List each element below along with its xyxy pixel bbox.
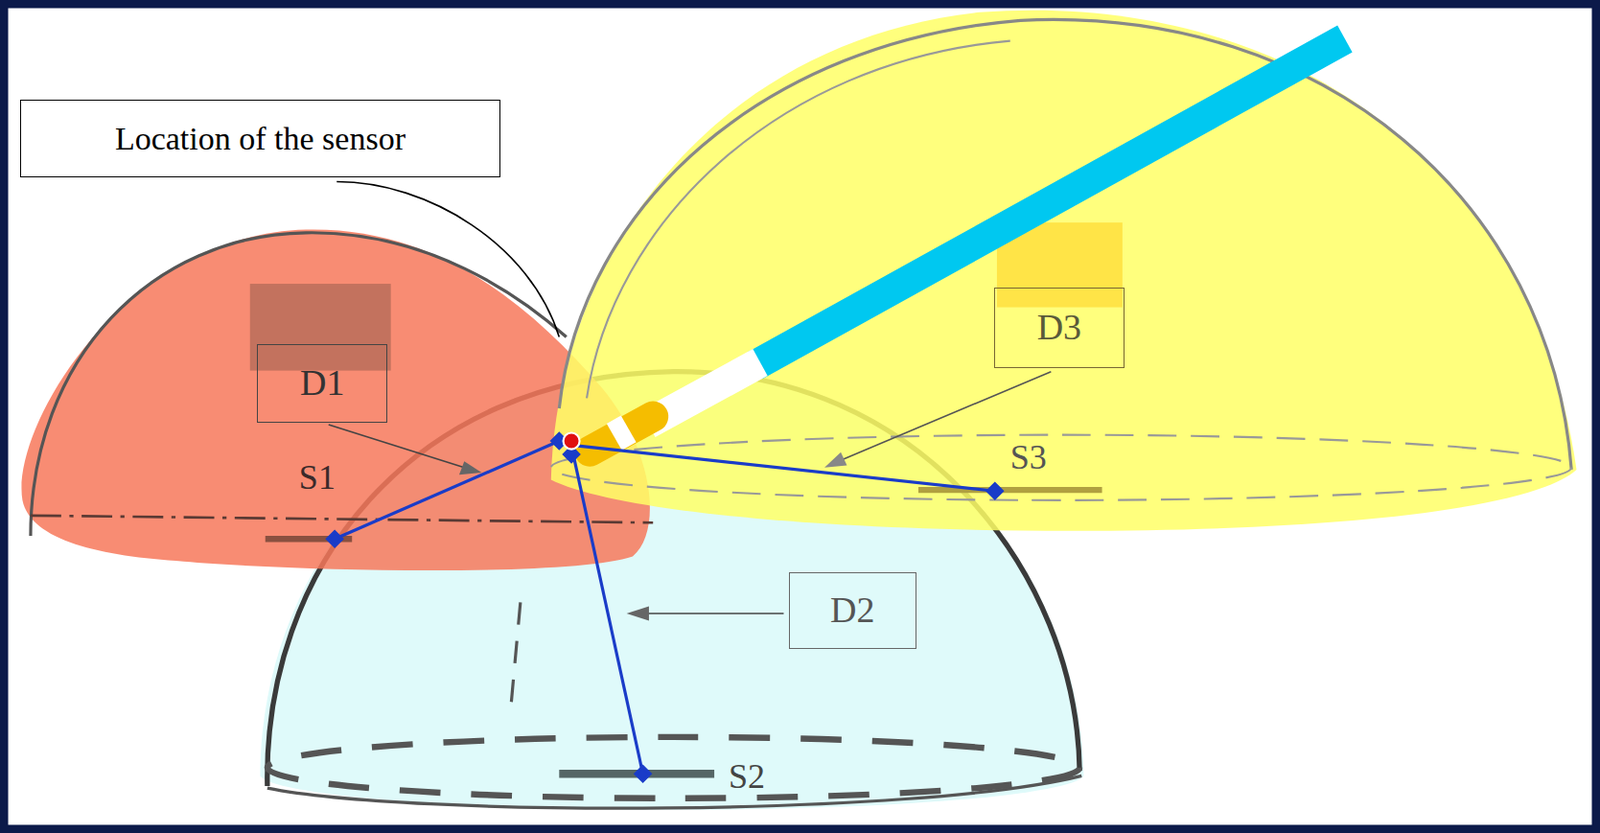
- illustration-part: [510, 602, 521, 715]
- illustration-part: [267, 775, 1082, 809]
- illustration-part: [558, 19, 1572, 469]
- box-text: D1: [300, 363, 345, 404]
- illustration-part: [334, 440, 559, 539]
- illustration-part: [635, 766, 650, 782]
- dome-label-box: D3: [994, 287, 1125, 369]
- callout-box: Location of the sensor: [20, 99, 500, 178]
- illustration-part: [589, 417, 653, 452]
- illustration-part: [21, 230, 650, 572]
- illustration-part: [551, 435, 1572, 501]
- illustration-part: [551, 10, 1577, 532]
- surface-label: S1: [299, 459, 336, 498]
- surface-label: S3: [1010, 439, 1047, 478]
- illustration-part: [8, 8, 1593, 826]
- illustration-part: [459, 461, 482, 475]
- illustration-part: [626, 606, 650, 622]
- illustration-part: [336, 182, 559, 338]
- illustration-part: [755, 38, 1345, 366]
- illustration-part: [328, 424, 465, 468]
- surface-label: S2: [728, 758, 766, 797]
- dome-label-box: D1: [256, 344, 388, 423]
- illustration-part: [30, 515, 653, 523]
- illustration-part: [327, 434, 1003, 782]
- illustration-part: [30, 232, 567, 536]
- box-text: Location of the sensor: [115, 120, 406, 157]
- illustration-part: [571, 445, 644, 774]
- illustration-part: [563, 433, 580, 450]
- illustration-part: [327, 532, 343, 547]
- illustration-part: [918, 486, 1103, 493]
- box-text: D2: [830, 590, 875, 631]
- illustration-part: [824, 452, 847, 468]
- illustration-part: [987, 484, 1002, 499]
- illustration-part: [614, 428, 629, 438]
- illustration-part: [250, 283, 392, 372]
- illustration-part: [267, 737, 1080, 799]
- illustration-part: [571, 444, 996, 491]
- box-text: D3: [1037, 307, 1082, 348]
- dome-label-box: D2: [788, 572, 917, 650]
- illustration-part: [645, 612, 785, 615]
